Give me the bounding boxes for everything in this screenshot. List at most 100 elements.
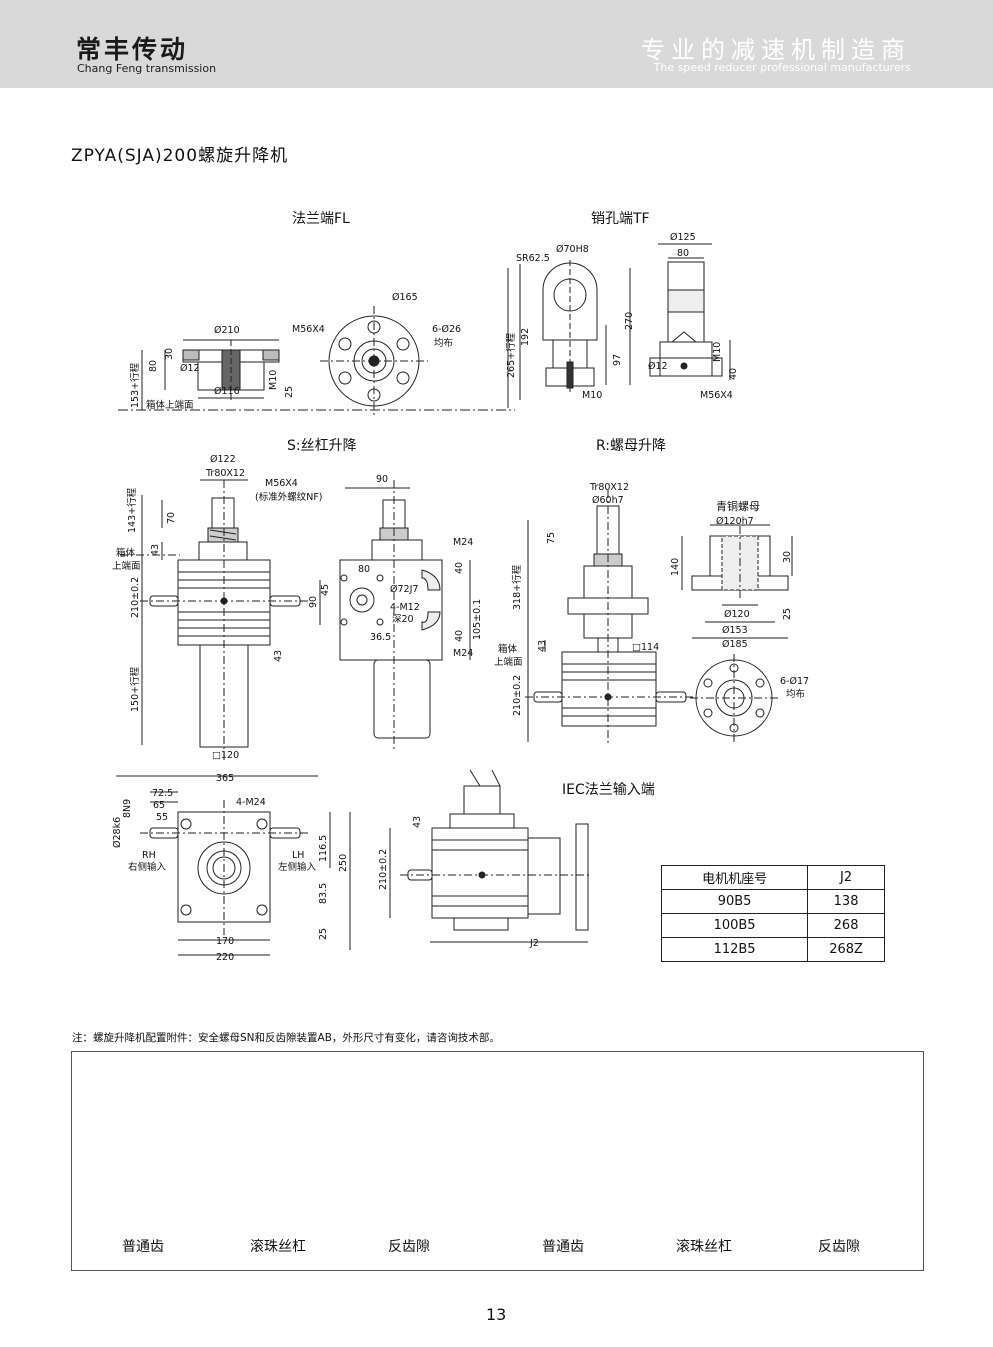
dim-r-h25: 25 bbox=[782, 608, 793, 620]
fl-side-view bbox=[118, 339, 515, 411]
dim-s-d122: Ø122 bbox=[210, 454, 236, 465]
dim-r-h210: 210±0.2 bbox=[512, 675, 523, 716]
dim-s-w90: 90 bbox=[376, 474, 388, 485]
dim-fl-h80: 80 bbox=[148, 360, 159, 372]
dim-fl-even: 均布 bbox=[434, 337, 453, 349]
dim-fl-holes: 6-Ø26 bbox=[432, 324, 461, 335]
dim-s-h40b: 40 bbox=[454, 630, 465, 642]
bronze-nut-top-view bbox=[690, 654, 778, 742]
dim-iec-h210: 210±0.2 bbox=[378, 849, 389, 890]
dim-tf-sr: SR62.5 bbox=[516, 253, 550, 264]
table-cell: 90B5 bbox=[660, 889, 809, 914]
dim-r-h30: 30 bbox=[782, 551, 793, 563]
dim-s-stroke-bot: 150+行程 bbox=[129, 666, 141, 712]
table-cell: 138 bbox=[807, 889, 885, 914]
section-flange-end: 法兰端FL bbox=[292, 211, 350, 227]
iec-view bbox=[389, 769, 590, 943]
page-header: 常丰传动 Chang Feng transmission 专业的减速机制造商 T… bbox=[0, 0, 993, 88]
dim-s-h70: 70 bbox=[166, 512, 177, 524]
brand-name-cn: 常丰传动 bbox=[76, 35, 189, 64]
motor-frame-table: 电机机座号 J2 90B5 138 100B5 268 112B5 268Z bbox=[660, 865, 885, 962]
product-label: 普通齿 bbox=[122, 1239, 164, 1255]
dim-r-sq114: □114 bbox=[632, 642, 659, 653]
slogan-en: The speed reducer professional manufactu… bbox=[653, 61, 911, 74]
dim-tf-m10b: M10 bbox=[712, 342, 723, 362]
table-row: 90B5 138 bbox=[660, 889, 885, 914]
s-side-view bbox=[319, 480, 471, 750]
bronze-nut-view bbox=[681, 524, 793, 639]
page-number: 13 bbox=[486, 1305, 507, 1324]
product-label: 反齿隙 bbox=[818, 1239, 860, 1255]
dim-s-nf: (标准外螺纹NF) bbox=[255, 491, 322, 503]
product-label: 滚珠丝杠 bbox=[676, 1239, 732, 1255]
dim-fl-d12: Ø12 bbox=[180, 363, 200, 374]
dim-r-box-top-1: 箱体 bbox=[498, 643, 518, 655]
fl-top-view bbox=[320, 306, 428, 416]
dim-plan-lh: LH bbox=[292, 850, 304, 861]
table-cell: 268 bbox=[807, 913, 885, 938]
dim-plan-m24: 4-M24 bbox=[236, 797, 266, 808]
dim-fl-box-top: 箱体上端面 bbox=[146, 399, 194, 411]
dim-tf-d12: Ø12 bbox=[648, 361, 668, 372]
dim-r-d120: Ø120 bbox=[724, 609, 750, 620]
dim-r-d120h7: Ø120h7 bbox=[716, 516, 754, 527]
plan-view bbox=[116, 775, 351, 956]
dim-plan-w725: 72.5 bbox=[152, 788, 173, 799]
table-header-cell: 电机机座号 bbox=[660, 865, 809, 890]
dim-r-h43: 43 bbox=[537, 640, 548, 652]
dim-tf-stroke: 265+行程 bbox=[505, 332, 517, 378]
dim-plan-h1165: 116.5 bbox=[318, 835, 329, 862]
dim-plan-lh-cn: 左侧输入 bbox=[278, 861, 317, 873]
dim-s-d72: Ø72J7 bbox=[390, 584, 418, 595]
dim-tf-w80: 80 bbox=[677, 248, 689, 259]
dim-tf-m10: M10 bbox=[582, 390, 602, 401]
dim-fl-h25: 25 bbox=[284, 386, 295, 398]
dim-plan-n9: 8N9 bbox=[122, 799, 133, 818]
dim-iec-h43: 43 bbox=[412, 816, 423, 828]
product-label: 反齿隙 bbox=[388, 1239, 430, 1255]
slogan-cn: 专业的减速机制造商 bbox=[641, 36, 911, 64]
dim-s-m24a: M24 bbox=[453, 537, 473, 548]
section-r-type: R:螺母升降 bbox=[596, 438, 667, 454]
tf-side-view bbox=[649, 243, 731, 380]
table-cell: 112B5 bbox=[660, 937, 809, 962]
dim-r-stroke: 318+行程 bbox=[511, 564, 523, 610]
dim-tf-h97: 97 bbox=[612, 354, 623, 366]
dim-s-tr: Tr80X12 bbox=[205, 468, 245, 479]
dim-s-h43: 43 bbox=[150, 544, 161, 556]
table-cell: 100B5 bbox=[660, 913, 809, 938]
section-iec-flange: IEC法兰输入端 bbox=[562, 782, 655, 798]
dim-plan-h250: 250 bbox=[338, 854, 349, 872]
table-row: 100B5 268 bbox=[660, 913, 885, 938]
dim-plan-d28: Ø28k6 bbox=[112, 817, 123, 848]
dim-s-box-top-1: 箱体 bbox=[116, 547, 136, 559]
dim-plan-w170: 170 bbox=[216, 936, 234, 947]
dim-s-m12: 4-M12 bbox=[390, 602, 420, 613]
table-row: 112B5 268Z bbox=[660, 937, 885, 962]
dim-s-stroke-top: 143+行程 bbox=[126, 487, 138, 533]
dim-plan-w220: 220 bbox=[216, 952, 234, 963]
dim-r-d60: Ø60h7 bbox=[592, 495, 624, 506]
dim-s-w365: 36.5 bbox=[370, 632, 391, 643]
section-s-type: S:丝杠升降 bbox=[287, 438, 357, 454]
dim-r-d185: Ø185 bbox=[722, 639, 748, 650]
product-label: 滚珠丝杠 bbox=[250, 1239, 306, 1255]
dim-fl-d165: Ø165 bbox=[392, 292, 418, 303]
table-cell: 268Z bbox=[807, 937, 885, 962]
dim-s-sq120: □120 bbox=[212, 750, 239, 761]
dim-s-m56: M56X4 bbox=[265, 478, 298, 489]
table-header-row: 电机机座号 J2 bbox=[660, 865, 885, 890]
dim-s-box-top-2: 上端面 bbox=[112, 560, 141, 572]
dim-s-h105: 105±0.1 bbox=[472, 599, 483, 640]
dim-tf-h270: 270 bbox=[624, 312, 635, 330]
dim-s-h210: 210±0.2 bbox=[130, 577, 141, 618]
dim-iec-j2: J2 bbox=[529, 938, 539, 949]
dim-plan-h835: 83.5 bbox=[318, 883, 329, 904]
document-title: ZPYA(SJA)200螺旋升降机 bbox=[71, 146, 289, 166]
dim-s-h90: 90 bbox=[308, 596, 319, 608]
dim-plan-w55: 55 bbox=[156, 812, 168, 823]
dim-fl-d116: Ø116 bbox=[214, 386, 240, 397]
bronze-nut-label: 青铜螺母 bbox=[716, 500, 760, 513]
dim-s-h43b: 43 bbox=[273, 650, 284, 662]
dim-r-holes: 6-Ø17 bbox=[780, 676, 809, 687]
